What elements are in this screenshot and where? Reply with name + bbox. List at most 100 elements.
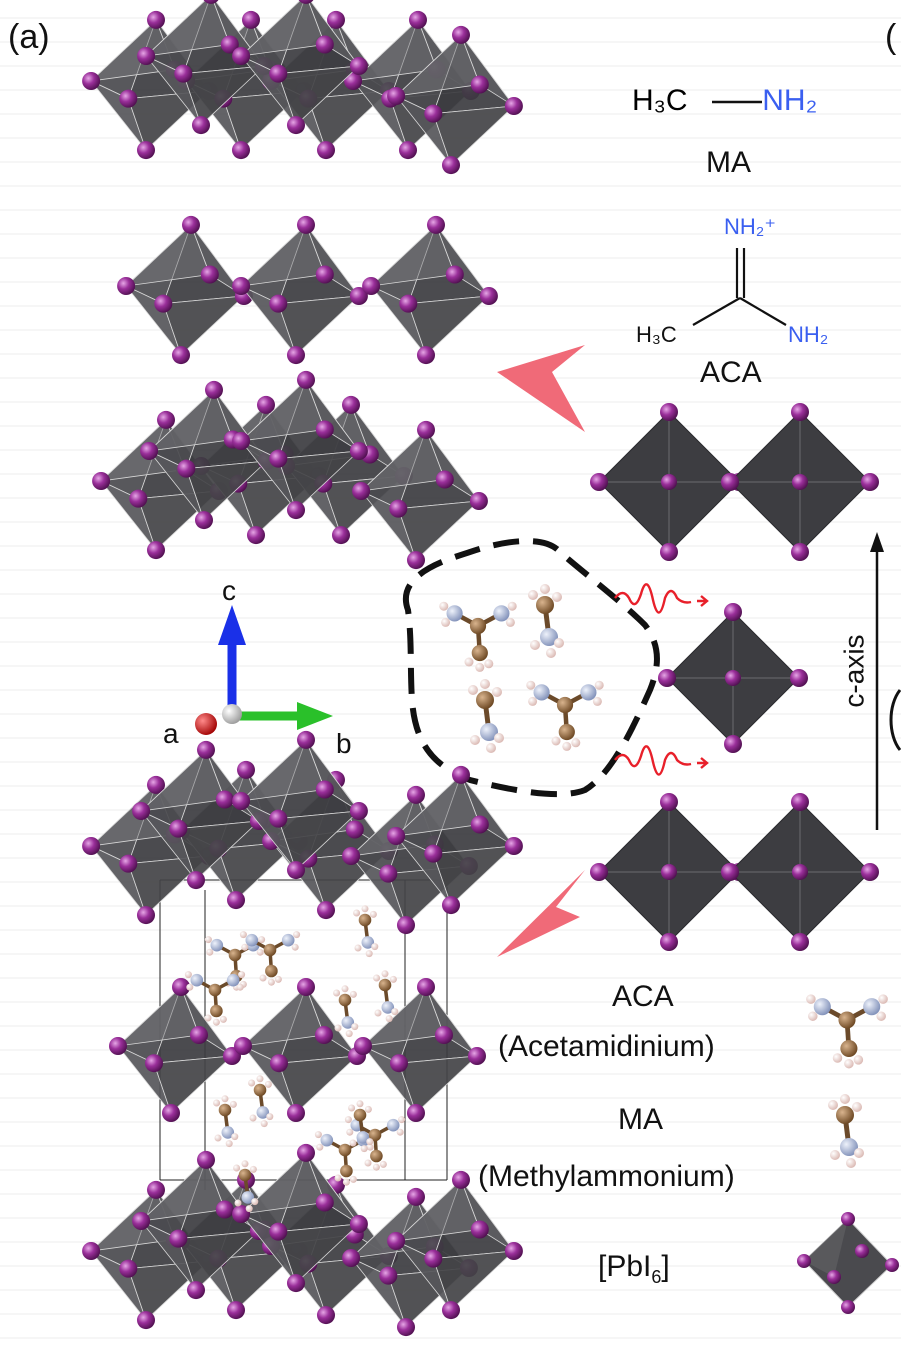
iodine-atom: [660, 543, 678, 561]
iodine-atom: [119, 854, 138, 873]
iodine-atom: [452, 765, 470, 784]
iodine-atom: [220, 35, 239, 54]
iodine-atom: [247, 526, 265, 545]
ma-molecule: [468, 679, 504, 753]
iodine-atom: [658, 669, 676, 687]
iodine-atom: [349, 57, 368, 75]
iodine-atom: [342, 1249, 361, 1267]
iodine-atom: [287, 501, 305, 520]
iodine-atom: [442, 156, 460, 175]
iodine-atom: [287, 1104, 305, 1122]
iodine-atom: [269, 294, 288, 313]
iodine-atom: [352, 482, 371, 500]
iodine-atom: [724, 735, 742, 753]
iodine-atom: [791, 793, 809, 811]
iodine-atom: [387, 1232, 406, 1250]
octahedra-row-right-top: [590, 403, 879, 561]
iodine-atom: [297, 370, 315, 389]
iodine-atom: [232, 792, 251, 810]
iodine-atom: [407, 1187, 425, 1206]
iodine-atom: [407, 551, 425, 570]
pink-chevron-arrow-bottom: [497, 870, 585, 957]
iodine-atom: [242, 10, 260, 29]
aca-formula-right: NH₂: [788, 322, 829, 347]
iodine-atom: [791, 933, 809, 951]
iodine-atom: [342, 847, 361, 865]
octahedra-layer-top: [82, 0, 523, 175]
iodine-atom: [427, 215, 445, 234]
iodine-atom: [861, 863, 879, 881]
iodine-atom: [205, 380, 223, 399]
legend-pbi6-label: [PbI6]: [598, 1250, 670, 1288]
iodine-atom: [297, 1143, 315, 1162]
iodine-atom: [157, 410, 175, 429]
iodine-atom: [172, 346, 190, 365]
iodine-atom: [841, 1300, 855, 1314]
iodine-atom: [725, 670, 741, 686]
iodine-atom: [390, 1054, 408, 1073]
iodine-atom: [190, 1026, 208, 1044]
legend-pbi6-base: [PbI: [598, 1250, 652, 1283]
vibration-wave-bottom: [614, 745, 709, 776]
iodine-atom: [169, 819, 188, 838]
cation-cage-dashed-outline: [402, 538, 660, 798]
iodine-atom: [232, 47, 251, 65]
iodine-atom: [661, 474, 677, 490]
ma-molecule: [233, 1160, 259, 1213]
iodine-atom: [119, 1259, 138, 1278]
ma-molecule: [248, 1075, 274, 1128]
iodine-atom: [197, 740, 215, 759]
unit-cell-structure: [82, 730, 523, 1337]
iodine-atom: [407, 1104, 425, 1122]
iodine-atom: [215, 790, 234, 809]
iodine-atom: [332, 526, 350, 545]
iodine-atom: [424, 844, 443, 863]
aca-formula-name: ACA: [700, 356, 762, 389]
iodine-atom: [791, 543, 809, 561]
iodine-atom: [269, 809, 288, 828]
iodine-atom: [344, 72, 363, 90]
iodine-atom: [297, 978, 315, 996]
iodine-atom: [137, 1311, 155, 1330]
iodine-atom: [387, 827, 406, 845]
iodine-atom: [192, 116, 210, 135]
panel-label-a: (a): [8, 18, 50, 56]
iodine-atom: [660, 403, 678, 421]
iodine-atom: [442, 1301, 460, 1320]
octahedra-layer-middle-single: [117, 215, 498, 365]
iodine-atom: [721, 473, 739, 491]
aca-molecule: [526, 680, 604, 751]
iodine-atom: [504, 1242, 523, 1260]
legend-ma-label: MA: [618, 1103, 663, 1136]
iodine-atom: [409, 10, 427, 29]
iodine-atom: [287, 116, 305, 135]
axis-label-b: b: [336, 728, 352, 759]
iodine-atom: [855, 1244, 869, 1258]
iodine-atom: [315, 420, 334, 439]
iodine-atom: [298, 0, 314, 4]
iodine-atom: [287, 346, 305, 365]
iodine-atom: [345, 820, 364, 839]
iodine-atom: [154, 294, 173, 313]
partial-parenthesis-right: [889, 689, 901, 751]
iodine-atom: [232, 277, 251, 295]
iodine-atom: [470, 75, 489, 94]
iodine-atom: [232, 141, 250, 160]
iodine-atom: [315, 265, 334, 284]
iodine-atom: [470, 1220, 489, 1239]
iodine-atom: [317, 1306, 335, 1325]
iodine-atom: [399, 294, 418, 313]
iodine-atom: [387, 87, 406, 105]
aca-formula-left: H₃C: [636, 322, 677, 347]
iodine-atom: [287, 861, 305, 880]
iodine-atom: [82, 1242, 101, 1260]
iodine-atom: [137, 47, 156, 65]
iodine-atom: [172, 978, 190, 996]
axis-label-a: a: [163, 718, 179, 749]
coordinate-axes: [195, 605, 333, 735]
iodine-atom: [504, 837, 523, 855]
iodine-atom: [791, 403, 809, 421]
iodine-atom: [317, 901, 335, 920]
iodine-atom: [92, 472, 111, 490]
